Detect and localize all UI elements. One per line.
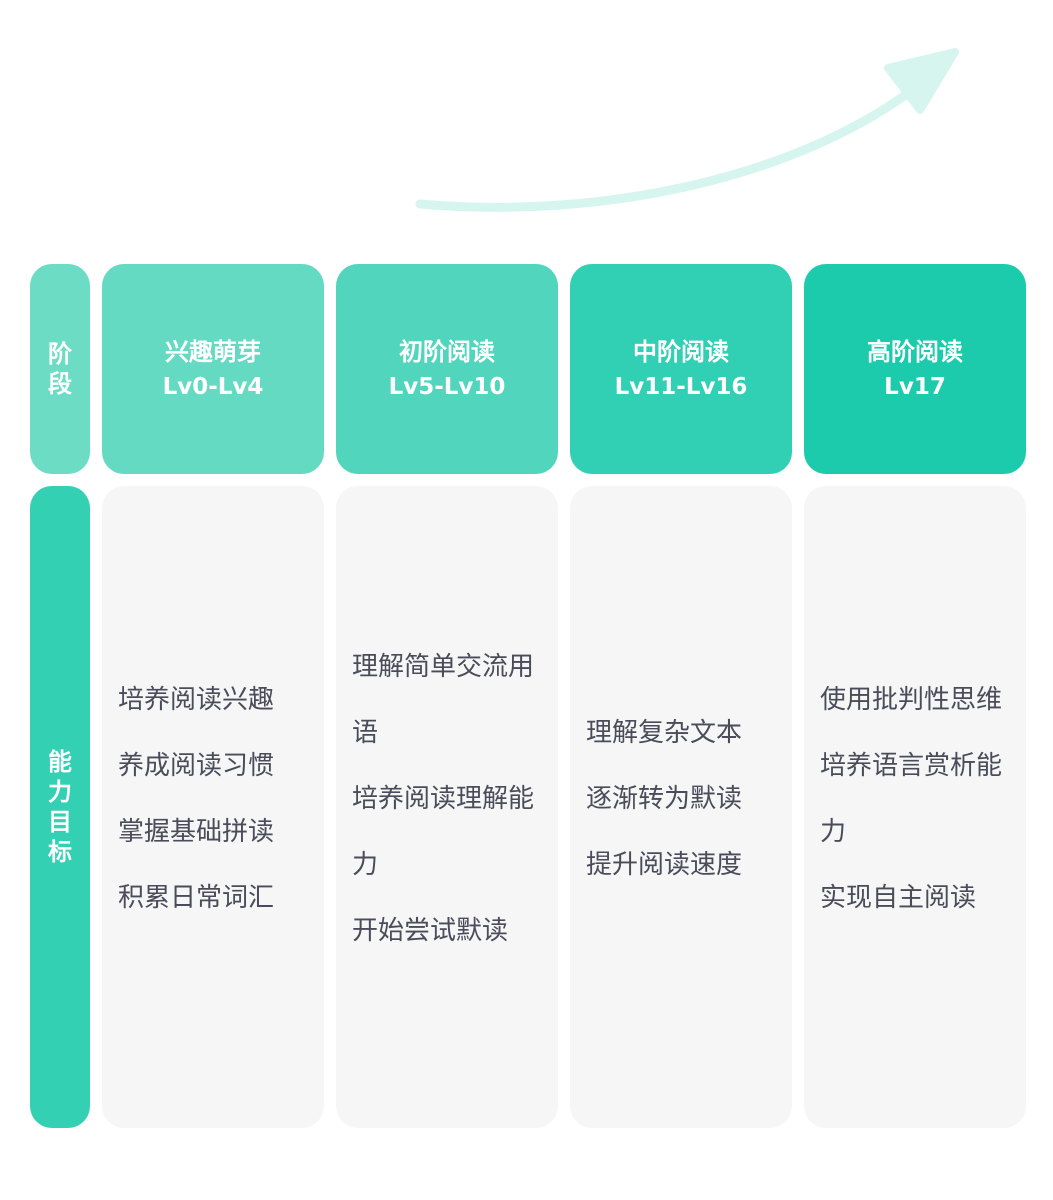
goal-item: 理解简单交流用语 (352, 652, 535, 748)
stage-card-beginner: 初阶阅读 Lv5-Lv10 (336, 264, 558, 474)
progress-arrow-head (884, 48, 959, 114)
goal-card-beginner: 理解简单交流用语 培养阅读理解能力 开始尝试默读 (336, 486, 558, 1128)
stage-card-advanced: 高阶阅读 Lv17 (804, 264, 1026, 474)
goal-item: 使用批判性思维 (820, 685, 1003, 715)
goal-list: 使用批判性思维 培养语言赏析能力 实现自主阅读 (820, 667, 1010, 931)
stage-row-label: 阶段 (30, 264, 90, 474)
ability-row-label: 能力目标 (30, 486, 90, 1128)
stage-name: 高阶阅读 (867, 337, 963, 366)
goal-item: 培养阅读理解能力 (352, 784, 535, 880)
ability-row-label-text: 能力目标 (47, 748, 72, 866)
stage-row-label-text: 阶段 (47, 340, 72, 398)
goal-item: 培养语言赏析能力 (820, 751, 1003, 847)
goal-item: 养成阅读习惯 (118, 751, 275, 781)
stage-level: Lv0-Lv4 (162, 373, 264, 400)
stage-card-intermediate: 中阶阅读 Lv11-Lv16 (570, 264, 792, 474)
goal-item: 培养阅读兴趣 (118, 685, 275, 715)
stage-name: 兴趣萌芽 (165, 337, 261, 366)
stage-name: 中阶阅读 (633, 337, 729, 366)
stage-name: 初阶阅读 (399, 337, 495, 366)
goal-item: 提升阅读速度 (586, 850, 743, 880)
goal-list: 理解复杂文本 逐渐转为默读 提升阅读速度 (586, 700, 776, 898)
goal-list: 理解简单交流用语 培养阅读理解能力 开始尝试默读 (352, 634, 542, 964)
stage-level: Lv11-Lv16 (614, 373, 748, 400)
progress-arrow (415, 48, 959, 212)
progress-arrow-shaft (415, 79, 925, 212)
goal-card-interest: 培养阅读兴趣 养成阅读习惯 掌握基础拼读 积累日常词汇 (102, 486, 324, 1128)
goal-item: 逐渐转为默读 (586, 784, 743, 814)
stage-level: Lv5-Lv10 (388, 373, 506, 400)
stage-level: Lv17 (884, 373, 946, 400)
goal-item: 积累日常词汇 (118, 883, 275, 913)
goal-item: 掌握基础拼读 (118, 817, 275, 847)
goal-card-intermediate: 理解复杂文本 逐渐转为默读 提升阅读速度 (570, 486, 792, 1128)
goal-list: 培养阅读兴趣 养成阅读习惯 掌握基础拼读 积累日常词汇 (118, 667, 308, 931)
goal-item: 实现自主阅读 (820, 883, 977, 913)
goal-item: 理解复杂文本 (586, 718, 743, 748)
stage-card-interest: 兴趣萌芽 Lv0-Lv4 (102, 264, 324, 474)
goal-item: 开始尝试默读 (352, 916, 509, 946)
goal-card-advanced: 使用批判性思维 培养语言赏析能力 实现自主阅读 (804, 486, 1026, 1128)
